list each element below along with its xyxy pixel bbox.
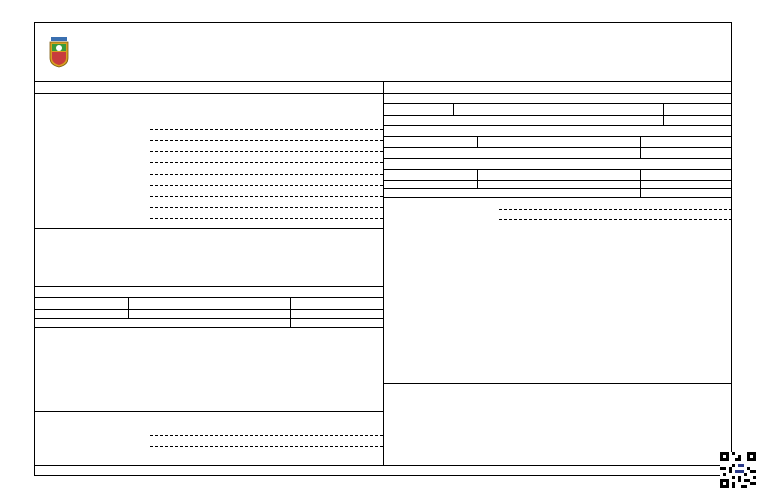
form-frame [34,22,732,476]
municipal-crest-icon [49,37,69,68]
signature-line[interactable] [150,446,383,447]
table-row-line [34,297,383,298]
table-row-line [34,327,383,328]
field-line[interactable] [150,174,383,175]
table-row-line [383,103,732,104]
left-section-divider [34,228,383,229]
table-column-line [663,103,664,125]
field-line[interactable] [150,151,383,152]
table-column-line [640,136,641,158]
signature-line[interactable] [150,435,383,436]
table-row-line [383,115,732,116]
table-row-line [383,158,732,159]
footer-divider [34,465,732,466]
table-column-line [290,297,291,327]
qr-code-icon [720,452,756,488]
table-column-line [453,103,454,115]
field-line[interactable] [150,196,383,197]
table-row-line [383,188,732,189]
table-row-line [383,136,732,137]
table-row-line [383,169,732,170]
table-row-line [34,309,383,310]
field-line[interactable] [150,129,383,130]
table-row-line [383,180,732,181]
table-column-line [640,169,641,197]
table-row-line [383,147,732,148]
center-divider [383,81,384,465]
field-line[interactable] [150,207,383,208]
right-section-divider [383,383,732,384]
table-row-line [383,125,732,126]
field-line[interactable] [150,218,383,219]
left-table-top [34,286,383,287]
table-column-line [477,169,478,188]
field-line[interactable] [499,209,732,210]
table-column-line [128,297,129,318]
table-column-line [477,136,478,147]
left-section-header-line [34,93,383,94]
field-line[interactable] [150,140,383,141]
table-row-line [383,197,732,198]
left-signature-divider [34,411,383,412]
field-line[interactable] [499,219,732,220]
table-row-line [383,93,732,94]
field-line[interactable] [150,162,383,163]
table-row-line [34,318,383,319]
field-line[interactable] [150,185,383,186]
